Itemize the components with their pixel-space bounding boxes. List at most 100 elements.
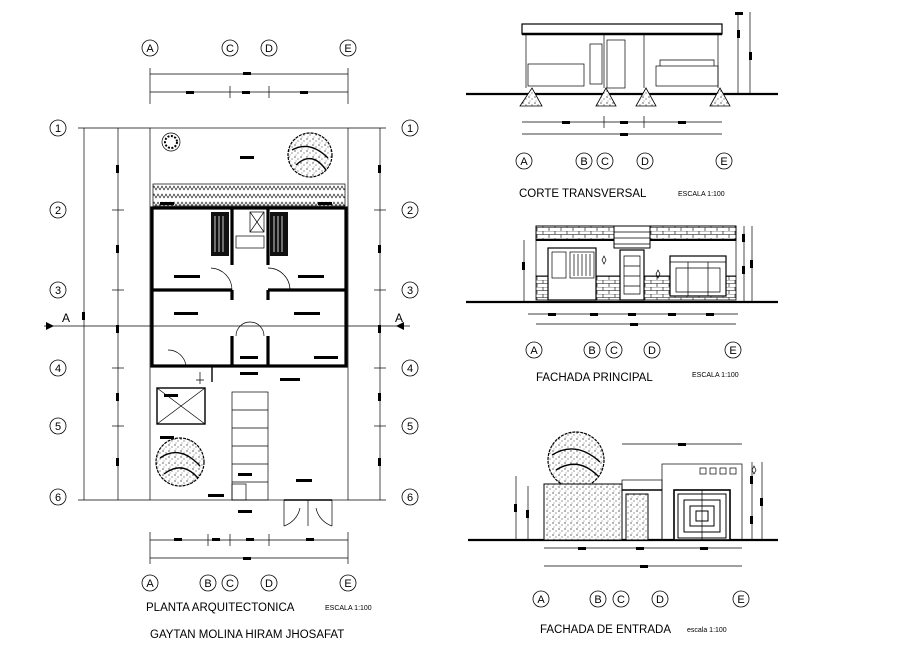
plan-bottom-dimension-lines (149, 532, 349, 564)
axis-marker: C (221, 39, 239, 57)
axis-marker: A (141, 574, 159, 592)
plan-left-axes: 1 2 3 4 5 6 (49, 119, 150, 506)
svg-text:2: 2 (407, 205, 413, 217)
axis-label: E (344, 43, 351, 55)
section-mark-right: A (395, 311, 403, 325)
svg-text:3: 3 (55, 285, 61, 297)
main-facade (466, 225, 778, 326)
axis-marker: A (141, 39, 159, 57)
main-facade-title: FACHADA PRINCIPAL (536, 372, 653, 384)
axis-marker: 4 (49, 359, 67, 377)
svg-text:C: C (226, 578, 234, 590)
svg-text:C: C (617, 594, 625, 606)
author-name: GAYTAN MOLINA HIRAM JHOSAFAT (150, 629, 344, 641)
plan-top-dimension-lines (149, 68, 349, 104)
axis-marker: D (260, 574, 278, 592)
svg-text:5: 5 (55, 421, 61, 433)
axis-marker: 3 (49, 281, 67, 299)
svg-text:B: B (594, 594, 601, 606)
axis-marker: 6 (49, 488, 67, 506)
axis-marker: E (339, 39, 357, 57)
main-facade-scale: ESCALA 1:100 (692, 372, 739, 379)
section-cut-line: A A (44, 311, 410, 330)
axis-label: A (146, 43, 154, 55)
axis-marker: D (636, 152, 654, 170)
tree-icon (287, 132, 333, 178)
svg-text:3: 3 (407, 285, 413, 297)
svg-text:1: 1 (407, 123, 413, 135)
floor-plan (149, 127, 349, 527)
section-scale: ESCALA 1:100 (678, 191, 725, 198)
axis-marker: 1 (401, 119, 419, 137)
axis-marker: 2 (401, 201, 419, 219)
round-planter (161, 132, 181, 152)
svg-text:B: B (204, 578, 211, 590)
axis-marker: C (221, 574, 239, 592)
section-mark-left: A (62, 311, 70, 325)
svg-text:6: 6 (407, 492, 413, 504)
axis-marker: A (515, 152, 533, 170)
plan-right-axes: 1 2 3 4 5 6 (348, 119, 419, 506)
axis-marker: C (596, 152, 614, 170)
entry-facade-scale: escala 1:100 (687, 627, 727, 634)
axis-marker: E (732, 590, 750, 608)
svg-text:D: D (656, 594, 664, 606)
section-axes: A B C D E (515, 152, 733, 170)
plan-title: PLANTA ARQUITECTONICA (146, 602, 295, 614)
axis-marker: D (651, 590, 669, 608)
axis-marker: C (612, 590, 630, 608)
axis-label: C (226, 43, 234, 55)
svg-text:A: A (520, 156, 528, 168)
svg-text:E: E (720, 156, 727, 168)
axis-marker: D (260, 39, 278, 57)
svg-text:6: 6 (55, 492, 61, 504)
cross-section (466, 12, 778, 136)
tree-icon (155, 437, 205, 487)
svg-text:D: D (641, 156, 649, 168)
axis-marker: C (605, 341, 623, 359)
plan-scale: ESCALA 1:100 (325, 605, 372, 612)
entry-facade (468, 431, 778, 568)
axis-marker: 4 (401, 359, 419, 377)
axis-marker: E (339, 574, 357, 592)
axis-marker: B (589, 590, 607, 608)
svg-text:A: A (537, 594, 545, 606)
svg-text:E: E (344, 578, 351, 590)
main-facade-axes: A B C D E (525, 341, 742, 359)
svg-text:4: 4 (55, 363, 61, 375)
svg-text:1: 1 (55, 123, 61, 135)
axis-marker: 5 (401, 417, 419, 435)
axis-marker: B (575, 152, 593, 170)
svg-text:B: B (580, 156, 587, 168)
axis-marker: 6 (401, 488, 419, 506)
svg-text:A: A (530, 345, 538, 357)
axis-marker: D (643, 341, 661, 359)
tree-icon (547, 431, 605, 489)
svg-text:E: E (737, 594, 744, 606)
svg-text:5: 5 (407, 421, 413, 433)
axis-marker: A (532, 590, 550, 608)
axis-marker: B (199, 574, 217, 592)
axis-marker: A (525, 341, 543, 359)
entry-facade-axes: A B C D E (532, 590, 750, 608)
axis-marker: 1 (49, 119, 67, 137)
svg-text:D: D (648, 345, 656, 357)
axis-marker: E (715, 152, 733, 170)
svg-text:2: 2 (55, 205, 61, 217)
svg-text:A: A (146, 578, 154, 590)
axis-label: D (265, 43, 273, 55)
svg-text:C: C (601, 156, 609, 168)
svg-text:C: C (610, 345, 618, 357)
axis-marker: E (724, 341, 742, 359)
svg-text:D: D (265, 578, 273, 590)
entry-facade-title: FACHADA DE ENTRADA (540, 624, 671, 636)
footing (519, 87, 731, 107)
axis-marker: 2 (49, 201, 67, 219)
plan-top-axes: A C D E (141, 39, 357, 57)
axis-marker: 5 (49, 417, 67, 435)
axis-marker: 3 (401, 281, 419, 299)
svg-text:B: B (588, 345, 595, 357)
section-title: CORTE TRANSVERSAL (519, 188, 647, 200)
svg-text:E: E (729, 345, 736, 357)
